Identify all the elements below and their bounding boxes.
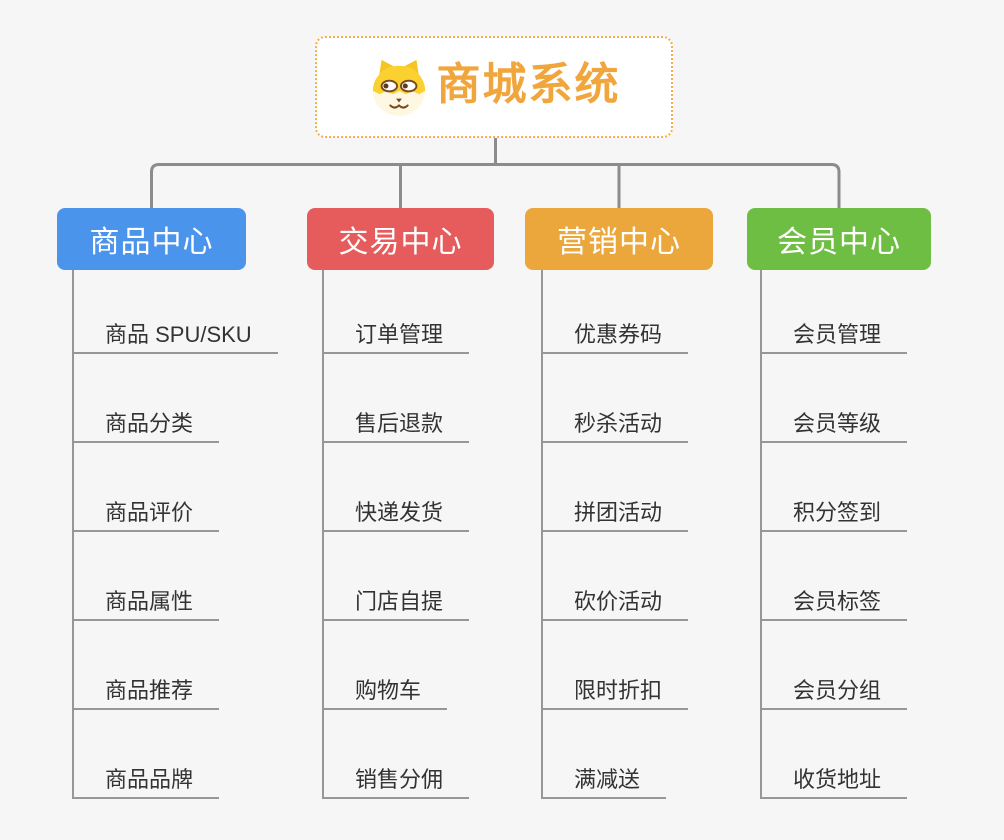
leaf-label: 优惠券码 — [574, 322, 663, 347]
branch-children-marketing: 优惠券码 秒杀活动 拼团活动 砍价活动 限时折扣 满减送 — [541, 270, 689, 799]
leaf-label: 会员管理 — [793, 322, 882, 347]
leaf-label: 商品 SPU/SKU — [105, 322, 252, 347]
leaf-label: 商品属性 — [105, 589, 194, 614]
leaf-label: 会员分组 — [793, 678, 882, 703]
leaf-node[interactable]: 购物车 — [324, 621, 448, 710]
leaf-node[interactable]: 砍价活动 — [543, 532, 689, 621]
leaf-node[interactable]: 收货地址 — [762, 710, 908, 799]
leaf-node[interactable]: 销售分佣 — [324, 710, 470, 799]
leaf-node[interactable]: 拼团活动 — [543, 443, 689, 532]
leaf-label: 商品品牌 — [105, 767, 194, 792]
leaf-label: 拼团活动 — [574, 500, 663, 525]
branch-node-member-center[interactable]: 会员中心 — [747, 208, 931, 270]
leaf-label: 满减送 — [574, 767, 641, 792]
leaf-node[interactable]: 快递发货 — [324, 443, 470, 532]
branch-children-trade: 订单管理 售后退款 快递发货 门店自提 购物车 销售分佣 — [322, 270, 470, 799]
leaf-label: 购物车 — [355, 678, 422, 703]
leaf-node[interactable]: 商品 SPU/SKU — [74, 270, 278, 354]
branch-children-product: 商品 SPU/SKU 商品分类 商品评价 商品属性 商品推荐 商品品牌 — [72, 270, 278, 799]
leaf-label: 门店自提 — [355, 589, 444, 614]
shiba-dog-icon — [368, 57, 430, 117]
branch-children-member: 会员管理 会员等级 积分签到 会员标签 会员分组 收货地址 — [760, 270, 908, 799]
leaf-label: 售后退款 — [355, 411, 444, 436]
root-title: 商城系统 — [436, 60, 621, 109]
leaf-label: 限时折扣 — [574, 678, 663, 703]
leaf-node[interactable]: 积分签到 — [762, 443, 908, 532]
leaf-node[interactable]: 商品属性 — [74, 532, 220, 621]
leaf-label: 商品分类 — [105, 411, 194, 436]
branch-node-marketing-center[interactable]: 营销中心 — [525, 208, 713, 270]
leaf-node[interactable]: 会员分组 — [762, 621, 908, 710]
leaf-node[interactable]: 售后退款 — [324, 354, 470, 443]
leaf-label: 快递发货 — [355, 500, 444, 525]
leaf-label: 订单管理 — [355, 322, 444, 347]
leaf-label: 积分签到 — [793, 500, 882, 525]
root-node[interactable]: 商城系统 — [315, 36, 673, 138]
leaf-node[interactable]: 会员管理 — [762, 270, 908, 354]
leaf-label: 秒杀活动 — [574, 411, 663, 436]
leaf-node[interactable]: 商品推荐 — [74, 621, 220, 710]
leaf-node[interactable]: 秒杀活动 — [543, 354, 689, 443]
leaf-node[interactable]: 订单管理 — [324, 270, 470, 354]
leaf-node[interactable]: 商品分类 — [74, 354, 220, 443]
leaf-label: 收货地址 — [793, 767, 882, 792]
leaf-node[interactable]: 优惠券码 — [543, 270, 689, 354]
leaf-label: 会员标签 — [793, 589, 882, 614]
leaf-node[interactable]: 满减送 — [543, 710, 667, 799]
leaf-label: 销售分佣 — [355, 767, 444, 792]
leaf-node[interactable]: 会员标签 — [762, 532, 908, 621]
leaf-label: 商品评价 — [105, 500, 194, 525]
leaf-label: 砍价活动 — [574, 589, 663, 614]
leaf-label: 商品推荐 — [105, 678, 194, 703]
leaf-node[interactable]: 门店自提 — [324, 532, 470, 621]
leaf-node[interactable]: 会员等级 — [762, 354, 908, 443]
leaf-label: 会员等级 — [793, 411, 882, 436]
branch-node-product-center[interactable]: 商品中心 — [57, 208, 246, 270]
leaf-node[interactable]: 商品评价 — [74, 443, 220, 532]
branch-node-trade-center[interactable]: 交易中心 — [307, 208, 494, 270]
leaf-node[interactable]: 商品品牌 — [74, 710, 220, 799]
leaf-node[interactable]: 限时折扣 — [543, 621, 689, 710]
